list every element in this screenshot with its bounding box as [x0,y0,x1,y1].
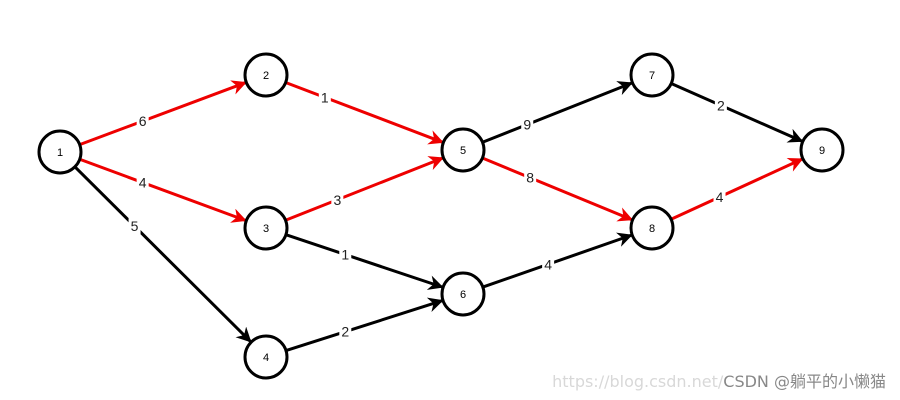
edge-weight-3-5: 3 [333,192,341,208]
edge-1-2 [79,80,247,147]
node-8: 8 [629,205,675,251]
node-label-8: 8 [649,223,655,235]
edge-1-3 [79,157,247,223]
node-5: 5 [440,127,486,173]
edge-weight-3-6: 1 [341,247,349,263]
watermark: https://blog.csdn.net/CSDN @躺平的小懒猫 [552,368,886,392]
edge-label-bg [542,256,555,273]
edge-weight-8-9: 4 [716,189,724,205]
node-4: 4 [243,334,289,380]
edge-1-4 [73,165,252,343]
node-1: 1 [37,129,83,175]
edge-3-6 [285,233,444,290]
edges: 6 4 5 1 3 1 2 9 8 4 2 4 [73,80,804,353]
edge-weight-5-7: 9 [523,117,531,133]
edge-weight-1-3: 4 [139,174,147,190]
edge-3-5 [284,156,444,222]
edge-weight-4-6: 2 [341,324,349,340]
edge-8-9 [670,157,804,221]
node-label-4: 4 [263,352,269,364]
edge-weight-7-9: 2 [717,97,725,113]
node-label-1: 1 [57,147,63,159]
edge-weight-6-8: 4 [544,256,552,272]
edge-weight-1-2: 6 [139,113,147,129]
edge-2-5 [285,81,444,145]
node-9: 9 [799,127,845,173]
node-circle [243,205,289,251]
edge-weight-2-5: 1 [321,89,329,105]
edge-label-bg [136,174,149,191]
edge-label-bg [524,169,537,186]
edge-4-6 [285,297,444,353]
edge-label-bg [521,116,534,133]
edge-label-bg [339,246,352,263]
edge-label-bg [318,89,331,106]
node-label-9: 9 [819,145,825,157]
edge-5-7 [481,81,633,144]
nodes: 1 2 3 4 5 6 7 8 9 [37,52,845,380]
node-label-6: 6 [460,289,466,301]
edge-7-9 [670,82,804,143]
watermark-site: https://blog.csdn.net/ [552,372,724,391]
node-3: 3 [243,205,289,251]
node-circle [629,52,675,98]
watermark-author: CSDN @躺平的小懒猫 [723,372,886,391]
node-label-7: 7 [649,70,655,82]
edge-label-bg [713,189,726,206]
edge-5-8 [481,156,634,222]
node-circle [243,334,289,380]
node-7: 7 [629,52,675,98]
edge-label-bg [136,113,149,130]
node-circle [440,271,486,317]
node-circle [37,129,83,175]
edge-weight-1-4: 5 [131,218,139,234]
edge-6-8 [482,232,633,289]
node-6: 6 [440,271,486,317]
edge-label-bg [714,97,727,114]
node-2: 2 [243,52,289,98]
edge-label-bg [331,191,344,208]
node-label-5: 5 [460,145,466,157]
node-circle [440,127,486,173]
node-label-3: 3 [263,223,269,235]
node-circle [243,52,289,98]
node-circle [629,205,675,251]
edge-label-bg [339,323,352,340]
edge-weight-5-8: 8 [526,170,534,186]
node-label-2: 2 [263,70,269,82]
edge-label-bg [128,218,141,235]
node-circle [799,127,845,173]
